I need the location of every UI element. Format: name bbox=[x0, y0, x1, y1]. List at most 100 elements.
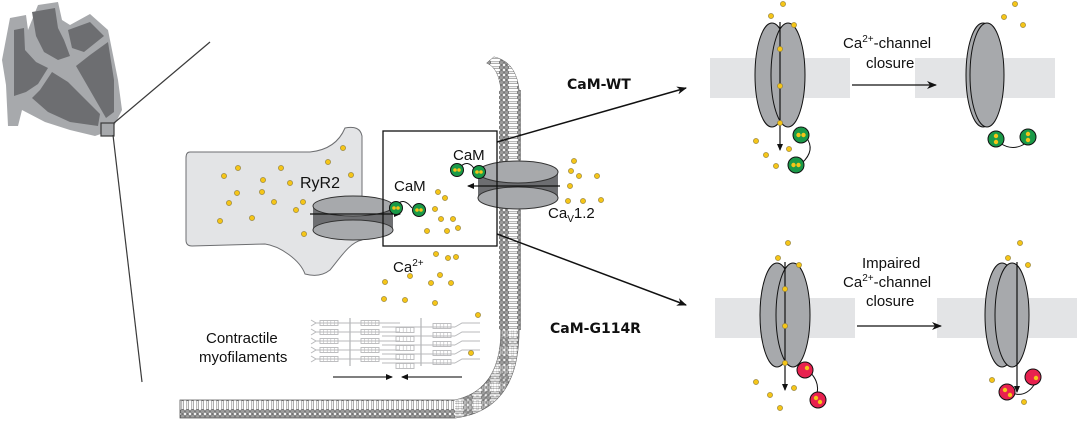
calcium-ion bbox=[271, 199, 277, 205]
mut-caption-line2: Ca2+-channel bbox=[843, 273, 931, 291]
ryr2-label: RyR2 bbox=[300, 175, 340, 192]
calcium-ion bbox=[777, 46, 783, 52]
calcium-ion bbox=[382, 279, 388, 285]
zoom-line-top bbox=[113, 41, 211, 124]
cam-wt-label: CaM-WT bbox=[567, 77, 631, 93]
thick-filament bbox=[432, 323, 452, 329]
calcium-ion bbox=[1012, 1, 1018, 7]
cam-bound-calcium bbox=[1007, 392, 1013, 398]
contractile-label-1: Contractile bbox=[206, 330, 278, 347]
calcium-ion bbox=[287, 180, 293, 186]
calcium-ion bbox=[780, 1, 786, 7]
cam-lobe bbox=[792, 126, 810, 144]
cam-lobe bbox=[809, 391, 827, 409]
channel-subunit-right bbox=[969, 22, 1005, 128]
cam-label-cav: CaM bbox=[453, 147, 485, 164]
cav12-channel bbox=[467, 160, 560, 210]
calcium-ion bbox=[260, 177, 266, 183]
calcium-ion bbox=[768, 13, 774, 19]
heart-ventricle-left bbox=[32, 72, 100, 126]
cell-membrane bbox=[179, 56, 521, 419]
cav12-label: CaV1.2 bbox=[548, 205, 595, 225]
calcium-ion bbox=[221, 173, 227, 179]
thin-filament bbox=[310, 337, 317, 345]
calcium-ion bbox=[435, 189, 441, 195]
calcium-ion bbox=[753, 379, 759, 385]
cam-lobe bbox=[787, 156, 805, 174]
calcium-ion bbox=[567, 183, 573, 189]
calcium-ion bbox=[767, 392, 773, 398]
calcium-ion bbox=[249, 215, 255, 221]
calcium-ion bbox=[989, 377, 995, 383]
calcium-ion bbox=[796, 262, 802, 268]
cam-lobe bbox=[1019, 128, 1037, 146]
calcium-ion bbox=[777, 83, 783, 89]
myofilaments bbox=[310, 318, 480, 369]
calcium-ion bbox=[791, 385, 797, 391]
calcium-ion bbox=[381, 296, 387, 302]
calcium-ion bbox=[791, 22, 797, 28]
calcium-ion bbox=[1005, 255, 1011, 261]
zoom-box bbox=[382, 130, 498, 247]
cam-bound-calcium bbox=[1002, 387, 1008, 393]
heart-aorta bbox=[32, 8, 70, 60]
calcium-ion bbox=[775, 255, 781, 261]
calcium-ion bbox=[348, 172, 354, 178]
cam-label-ryr2: CaM bbox=[394, 178, 426, 195]
calcium-label: Ca2+ bbox=[393, 258, 424, 276]
thin-filament bbox=[454, 331, 480, 337]
calcium-ion bbox=[782, 286, 788, 292]
thick-filament bbox=[432, 341, 452, 347]
calcium-ion bbox=[1025, 262, 1031, 268]
calcium-ion bbox=[235, 165, 241, 171]
calcium-ion bbox=[448, 280, 454, 286]
calcium-ion bbox=[455, 225, 461, 231]
calcium-ion bbox=[438, 216, 444, 222]
calcium-ion bbox=[226, 200, 232, 206]
heart-zoom-region bbox=[100, 122, 115, 137]
heart-chamber-right-top bbox=[68, 22, 104, 52]
thick-filament bbox=[432, 359, 452, 365]
cam-bound-calcium bbox=[1025, 137, 1031, 143]
calcium-ion bbox=[782, 323, 788, 329]
calcium-ion bbox=[300, 199, 306, 205]
calcium-ion bbox=[432, 206, 438, 212]
calcium-ions bbox=[217, 145, 604, 356]
cam-bound-calcium bbox=[1033, 375, 1039, 381]
cam-bound-calcium bbox=[993, 133, 999, 139]
calcium-ion bbox=[301, 231, 307, 237]
cam-bound-calcium bbox=[993, 139, 999, 145]
thin-filament bbox=[310, 346, 317, 354]
panel-wt-closed bbox=[915, 1, 1055, 148]
calcium-ion bbox=[576, 173, 582, 179]
cam-lobe bbox=[1024, 368, 1042, 386]
thin-filament bbox=[454, 358, 480, 364]
panel-wt-open bbox=[710, 1, 850, 174]
calcium-ion bbox=[1020, 22, 1026, 28]
mut-caption-line3: closure bbox=[866, 293, 914, 310]
wt-caption-line2: closure bbox=[866, 55, 914, 72]
calcium-ion bbox=[598, 197, 604, 203]
cam-lobe bbox=[998, 383, 1016, 401]
calcium-ion bbox=[475, 312, 481, 318]
zoom-line-bottom bbox=[112, 134, 143, 383]
calcium-ion bbox=[444, 228, 450, 234]
thin-filament bbox=[310, 319, 317, 327]
wt-caption-line1: Ca2+-channel bbox=[843, 34, 931, 52]
calcium-ion bbox=[325, 159, 331, 165]
calcium-ion bbox=[785, 240, 791, 246]
calcium-ion bbox=[571, 158, 577, 164]
cam-cav bbox=[450, 163, 486, 179]
cam-bound-calcium bbox=[796, 162, 801, 168]
mut-caption-line1: Impaired bbox=[862, 255, 920, 272]
thin-filament bbox=[310, 355, 317, 363]
cam-lobe bbox=[796, 361, 814, 379]
panel-mutant-open bbox=[715, 240, 855, 411]
calcium-ion bbox=[773, 163, 779, 169]
arrow-to-mutant bbox=[496, 233, 687, 306]
cam-bound-calcium bbox=[813, 395, 819, 401]
thin-filament bbox=[454, 349, 480, 355]
calcium-ion bbox=[565, 198, 571, 204]
calcium-ion bbox=[402, 297, 408, 303]
calcium-ion bbox=[1021, 399, 1027, 405]
